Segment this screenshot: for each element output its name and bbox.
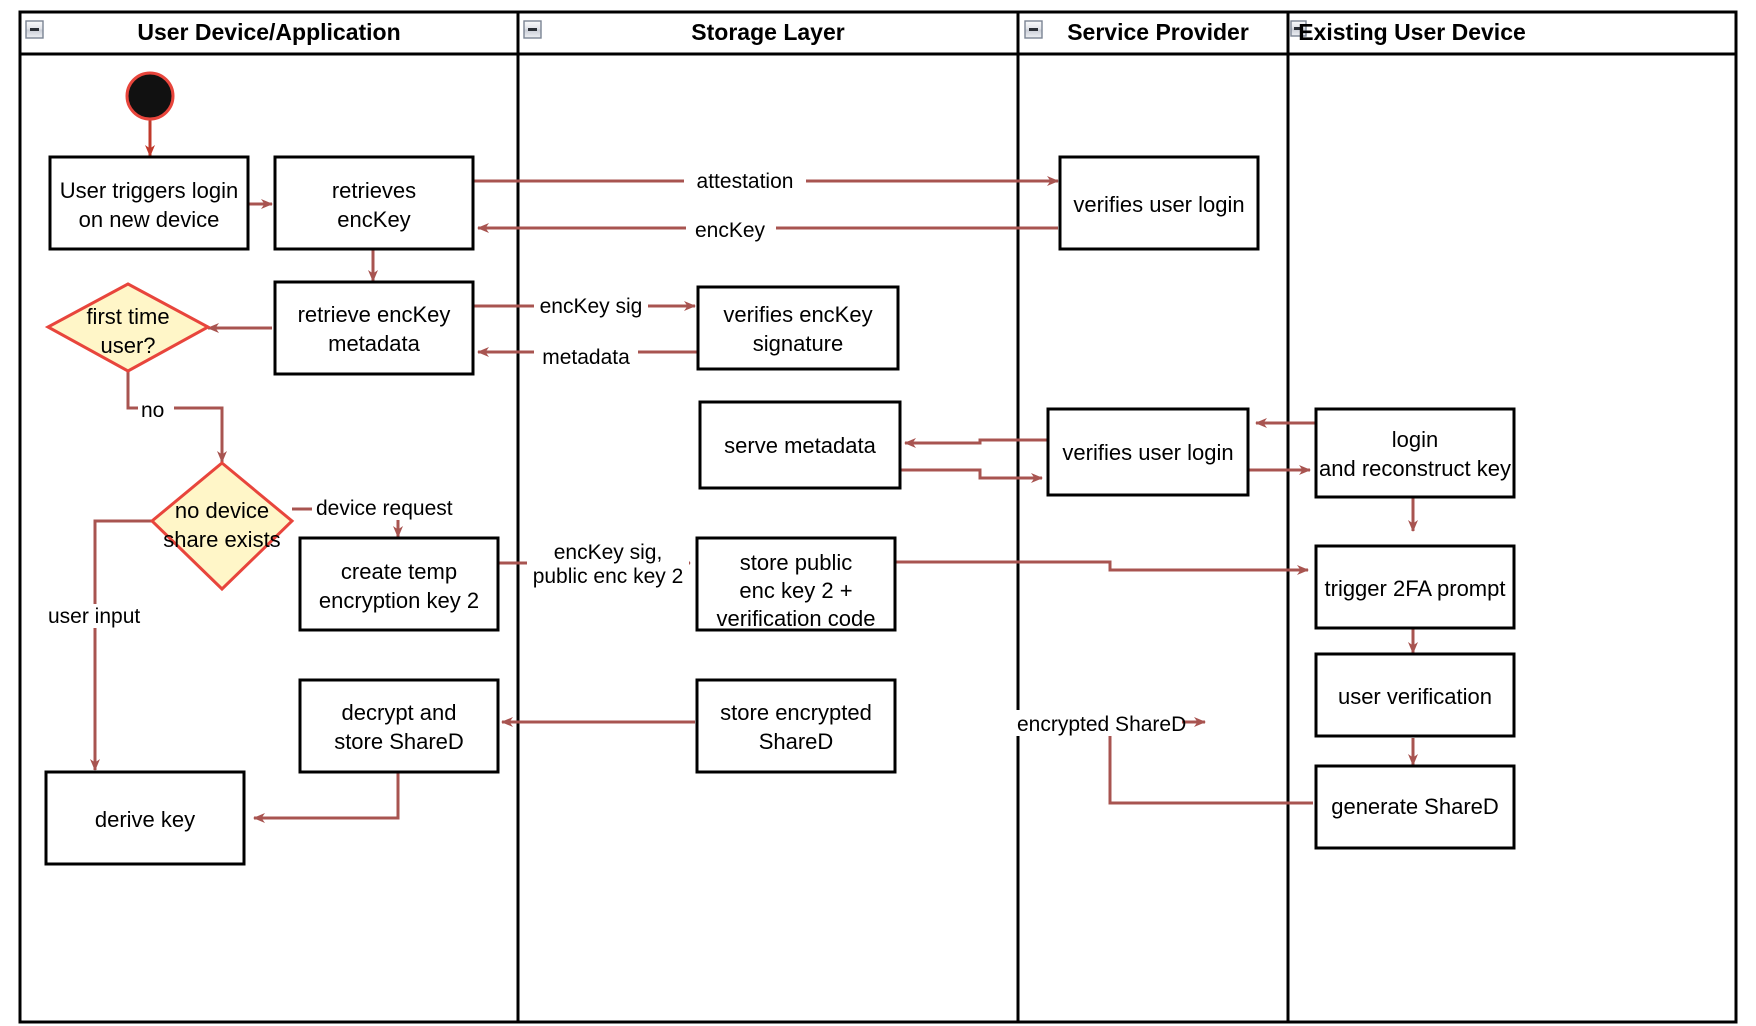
- node-label-line: generate ShareD: [1331, 794, 1499, 819]
- edge-label-device-request: device request: [312, 496, 460, 520]
- node-label-line: verification code: [717, 606, 876, 631]
- edge-label-enckey-sig: encKey sig: [534, 292, 648, 318]
- node-label-line: store public: [740, 550, 853, 575]
- node-label-line: first time: [86, 304, 169, 329]
- node-verifies-user-login-2[interactable]: verifies user login: [1046, 407, 1250, 497]
- svg-text:no: no: [141, 399, 164, 422]
- lane-title-storage-layer: Storage Layer: [691, 19, 844, 45]
- node-label-line: verifies user login: [1062, 440, 1233, 465]
- edge-label-attestation: attestation: [684, 167, 806, 193]
- node-no-device-share-exists[interactable]: no device share exists: [149, 461, 295, 592]
- node-generate-shared[interactable]: generate ShareD: [1314, 764, 1516, 850]
- node-label-line: trigger 2FA prompt: [1325, 576, 1506, 601]
- node-label-line: user verification: [1338, 684, 1492, 709]
- node-retrieve-enckey-metadata[interactable]: retrieve encKey metadata: [273, 280, 475, 376]
- minus-box-icon[interactable]: [1290, 20, 1307, 37]
- node-label-line: create temp: [341, 559, 457, 584]
- node-retrieves-enckey[interactable]: retrieves encKey: [273, 155, 475, 251]
- edge-user-input: [90, 519, 152, 771]
- node-label-line: enc key 2 +: [739, 578, 852, 603]
- svg-text:attestation: attestation: [697, 170, 794, 193]
- node-label-line: verifies user login: [1073, 192, 1244, 217]
- node-label-line: User triggers login: [60, 178, 239, 203]
- lane-header-existing-user-device[interactable]: Existing User Device: [1290, 19, 1526, 45]
- edge-label-metadata: metadata: [534, 343, 638, 369]
- initial-node[interactable]: [125, 71, 175, 121]
- diagram-outer-border: [18, 10, 1738, 1024]
- node-derive-key[interactable]: derive key: [44, 770, 246, 866]
- node-label-line: share exists: [163, 527, 280, 552]
- node-label-line: no device: [175, 498, 269, 523]
- node-trigger-2fa-prompt[interactable]: trigger 2FA prompt: [1314, 544, 1516, 630]
- node-label-line: serve metadata: [724, 433, 876, 458]
- node-create-temp-encryption-key-2[interactable]: create temp encryption key 2: [298, 536, 500, 632]
- edge-label-user-input: user input: [44, 604, 148, 628]
- minus-box-icon[interactable]: [25, 20, 44, 39]
- node-label-line: encryption key 2: [319, 588, 479, 613]
- svg-text:user input: user input: [48, 605, 140, 628]
- lane-header-user-device[interactable]: User Device/Application: [25, 19, 401, 45]
- node-label-line: on new device: [79, 207, 220, 232]
- node-label-line: verifies encKey: [723, 302, 872, 327]
- svg-text:device request: device request: [316, 497, 453, 520]
- svg-text:encKey sig,: encKey sig,: [554, 541, 663, 564]
- minus-box-icon[interactable]: [523, 20, 542, 39]
- node-label-line: derive key: [95, 807, 195, 832]
- node-label-line: user?: [100, 333, 155, 358]
- node-login-and-reconstruct-key[interactable]: login and reconstruct key: [1314, 407, 1516, 499]
- lane-title-service-provider: Service Provider: [1067, 19, 1249, 45]
- edge-label-enckeysig-pubkey2: encKey sig, public enc key 2: [527, 540, 689, 592]
- node-label-line: decrypt and: [342, 700, 457, 725]
- node-first-time-user[interactable]: first time user?: [44, 282, 212, 373]
- edge-store-to-2fa: [895, 560, 1309, 575]
- node-label-line: encKey: [337, 207, 410, 232]
- lane-header-service-provider[interactable]: Service Provider: [1024, 19, 1249, 45]
- edge-sp-to-servemeta: [904, 438, 1048, 448]
- lane-title-existing-user-device: Existing User Device: [1298, 19, 1526, 45]
- svg-text:metadata: metadata: [542, 346, 630, 369]
- node-label-line: retrieve encKey: [298, 302, 451, 327]
- node-label-line: metadata: [328, 331, 420, 356]
- node-decrypt-and-store-shared[interactable]: decrypt and store ShareD: [298, 678, 500, 774]
- node-label-line: retrieves: [332, 178, 416, 203]
- node-label-line: login: [1392, 427, 1438, 452]
- node-verifies-user-login-1[interactable]: verifies user login: [1058, 155, 1260, 251]
- edge-servemeta-to-sp: [900, 468, 1043, 483]
- node-label-line: store ShareD: [334, 729, 464, 754]
- node-store-public-enc-key-2[interactable]: store public enc key 2 + verification co…: [695, 536, 897, 632]
- node-user-triggers-login[interactable]: User triggers login on new device: [48, 155, 250, 251]
- edge-labels-layer: attestation encKey encKey sig metadata n…: [44, 167, 1186, 736]
- node-label-line: store encrypted: [720, 700, 872, 725]
- node-user-verification[interactable]: user verification: [1314, 652, 1516, 738]
- lane-title-user-device: User Device/Application: [137, 19, 400, 45]
- node-verifies-enckey-signature[interactable]: verifies encKey signature: [696, 285, 900, 371]
- node-label-line: signature: [753, 331, 844, 356]
- svg-text:public enc key 2: public enc key 2: [533, 565, 684, 588]
- node-label-line: and reconstruct key: [1319, 456, 1511, 481]
- node-store-encrypted-shared[interactable]: store encrypted ShareD: [695, 678, 897, 774]
- edge-no: [126, 372, 227, 463]
- edge-label-encrypted-shared: encrypted ShareD: [1016, 710, 1186, 736]
- svg-text:encKey: encKey: [695, 219, 766, 242]
- edge-label-enckey: encKey: [686, 216, 776, 242]
- svg-text:encKey sig: encKey sig: [540, 295, 643, 318]
- node-label-line: ShareD: [759, 729, 834, 754]
- edge-decrypt-to-derive: [253, 771, 400, 823]
- edge-label-no: no: [138, 397, 174, 422]
- minus-box-icon[interactable]: [1024, 20, 1043, 39]
- lane-header-storage-layer[interactable]: Storage Layer: [523, 19, 845, 45]
- svg-text:encrypted ShareD: encrypted ShareD: [1017, 713, 1186, 736]
- node-serve-metadata[interactable]: serve metadata: [698, 400, 902, 490]
